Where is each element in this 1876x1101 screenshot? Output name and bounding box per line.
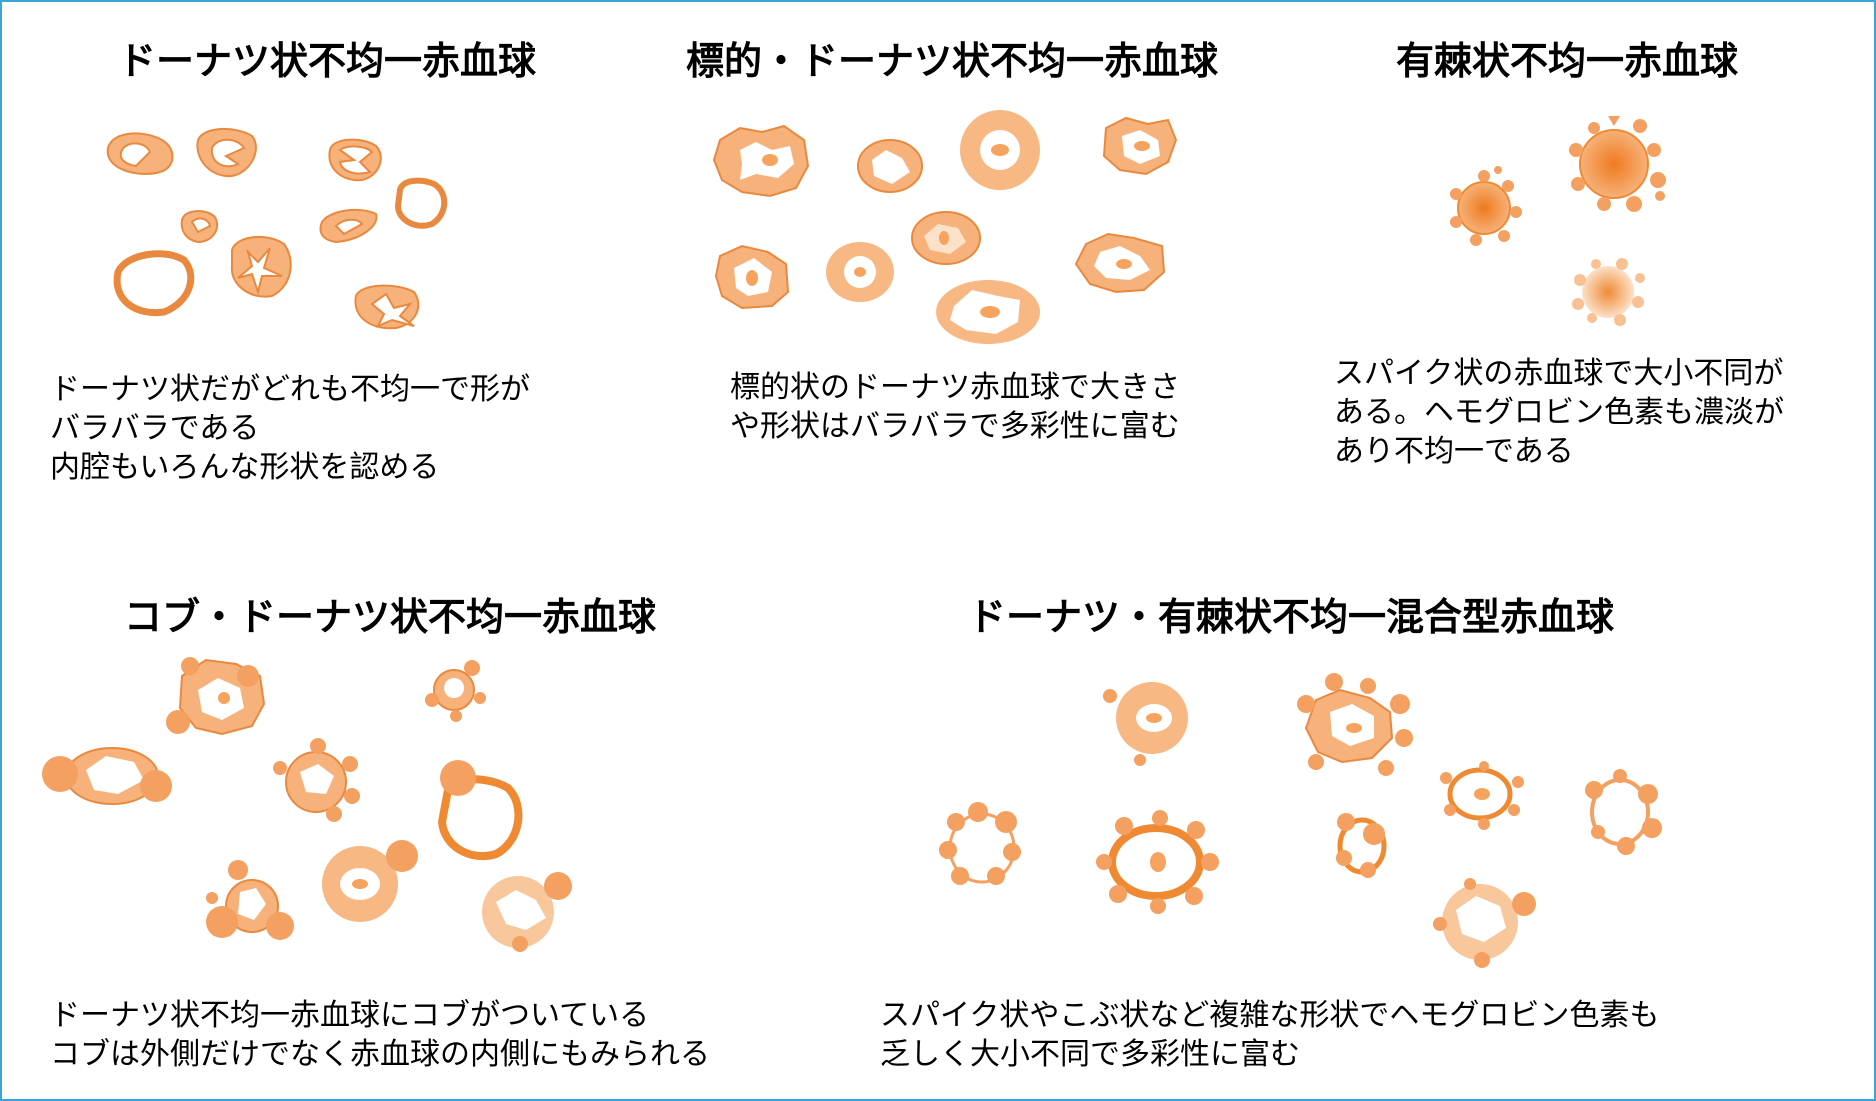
cell <box>166 657 266 736</box>
panel-mixed-cells <box>939 673 1662 968</box>
cell <box>1297 673 1413 776</box>
cell <box>936 280 1040 344</box>
cell <box>1585 769 1662 855</box>
panel-knob-donut-cells <box>42 657 572 952</box>
description-line: スパイク状の赤血球で大小不同が <box>1334 356 1784 391</box>
panel-title-donut: ドーナツ状不均一赤血球 <box>118 39 537 83</box>
cell <box>180 210 219 244</box>
panel-description-donut: ドーナツ状だがどれも不均一で形が バラバラである 内腔もいろんな形状を認める <box>50 370 530 487</box>
cell <box>42 747 172 805</box>
cell <box>1450 166 1522 246</box>
cell <box>394 177 448 229</box>
description-line: ドーナツ状だがどれも不均一で形が <box>50 372 530 407</box>
description-line: ある。ヘモグロビン色素も濃淡が <box>1334 395 1784 430</box>
panel-description-spiculated: スパイク状の赤血球で大小不同が ある。ヘモグロビン色素も濃淡が あり不均一である <box>1334 354 1784 471</box>
description-line: 乏しく大小不同で多彩性に富む <box>880 1037 1300 1072</box>
cell <box>196 127 257 178</box>
description-line: あり不均一である <box>1334 434 1574 469</box>
panel-target-donut-cells <box>712 110 1178 344</box>
cell <box>1102 116 1178 176</box>
panel-title-knob-donut: コブ・ドーナツ状不均一赤血球 <box>124 595 657 639</box>
cell <box>826 242 894 302</box>
cell <box>939 802 1021 885</box>
cell <box>425 660 486 722</box>
cell <box>712 124 810 198</box>
description-line: 標的状のドーナツ赤血球で大きさ <box>730 370 1180 405</box>
cell <box>1569 116 1666 212</box>
description-line: スパイク状やこぶ状など複雑な形状でヘモグロビン色素も <box>880 998 1660 1033</box>
cell <box>328 138 382 182</box>
cell <box>1336 813 1387 878</box>
description-line: 内腔もいろんな形状を認める <box>50 450 440 485</box>
cell <box>230 235 292 298</box>
description-line: バラバラである <box>50 411 260 446</box>
cell <box>1096 810 1219 914</box>
cell <box>273 738 360 822</box>
panel-title-spiculated: 有棘状不均一赤血球 <box>1396 39 1739 83</box>
description-line: や形状はバラバラで多彩性に富む <box>730 409 1180 444</box>
cell <box>1103 682 1188 766</box>
cell <box>1440 761 1524 830</box>
cell <box>319 208 378 244</box>
cell <box>714 244 790 310</box>
cell <box>322 840 418 922</box>
cell <box>1572 258 1645 326</box>
panel-title-mixed: ドーナツ・有棘状不均一混合型赤血球 <box>968 595 1615 639</box>
cell <box>206 860 294 940</box>
cell <box>106 132 174 175</box>
cell <box>354 284 420 330</box>
cell <box>1074 232 1166 294</box>
cell <box>1433 878 1536 968</box>
description-line: コブは外側だけでなく赤血球の内側にもみられる <box>50 1037 710 1072</box>
cell <box>857 139 923 193</box>
cell <box>482 872 572 952</box>
panel-description-target-donut: 標的状のドーナツ赤血球で大きさ や形状はバラバラで多彩性に富む <box>730 368 1180 446</box>
cell <box>113 250 195 317</box>
cell <box>960 110 1040 190</box>
panel-description-knob-donut: ドーナツ状不均一赤血球にコブがついている コブは外側だけでなく赤血球の内側にもみ… <box>50 996 710 1074</box>
panel-spiculated-cells <box>1450 116 1666 326</box>
cell <box>911 211 981 265</box>
panel-donut-cells <box>106 127 448 330</box>
cell <box>437 760 523 861</box>
description-line: ドーナツ状不均一赤血球にコブがついている <box>50 998 650 1033</box>
panel-title-target-donut: 標的・ドーナツ状不均一赤血球 <box>686 39 1219 83</box>
panel-description-mixed: スパイク状やこぶ状など複雑な形状でヘモグロビン色素も 乏しく大小不同で多彩性に富… <box>880 996 1659 1074</box>
